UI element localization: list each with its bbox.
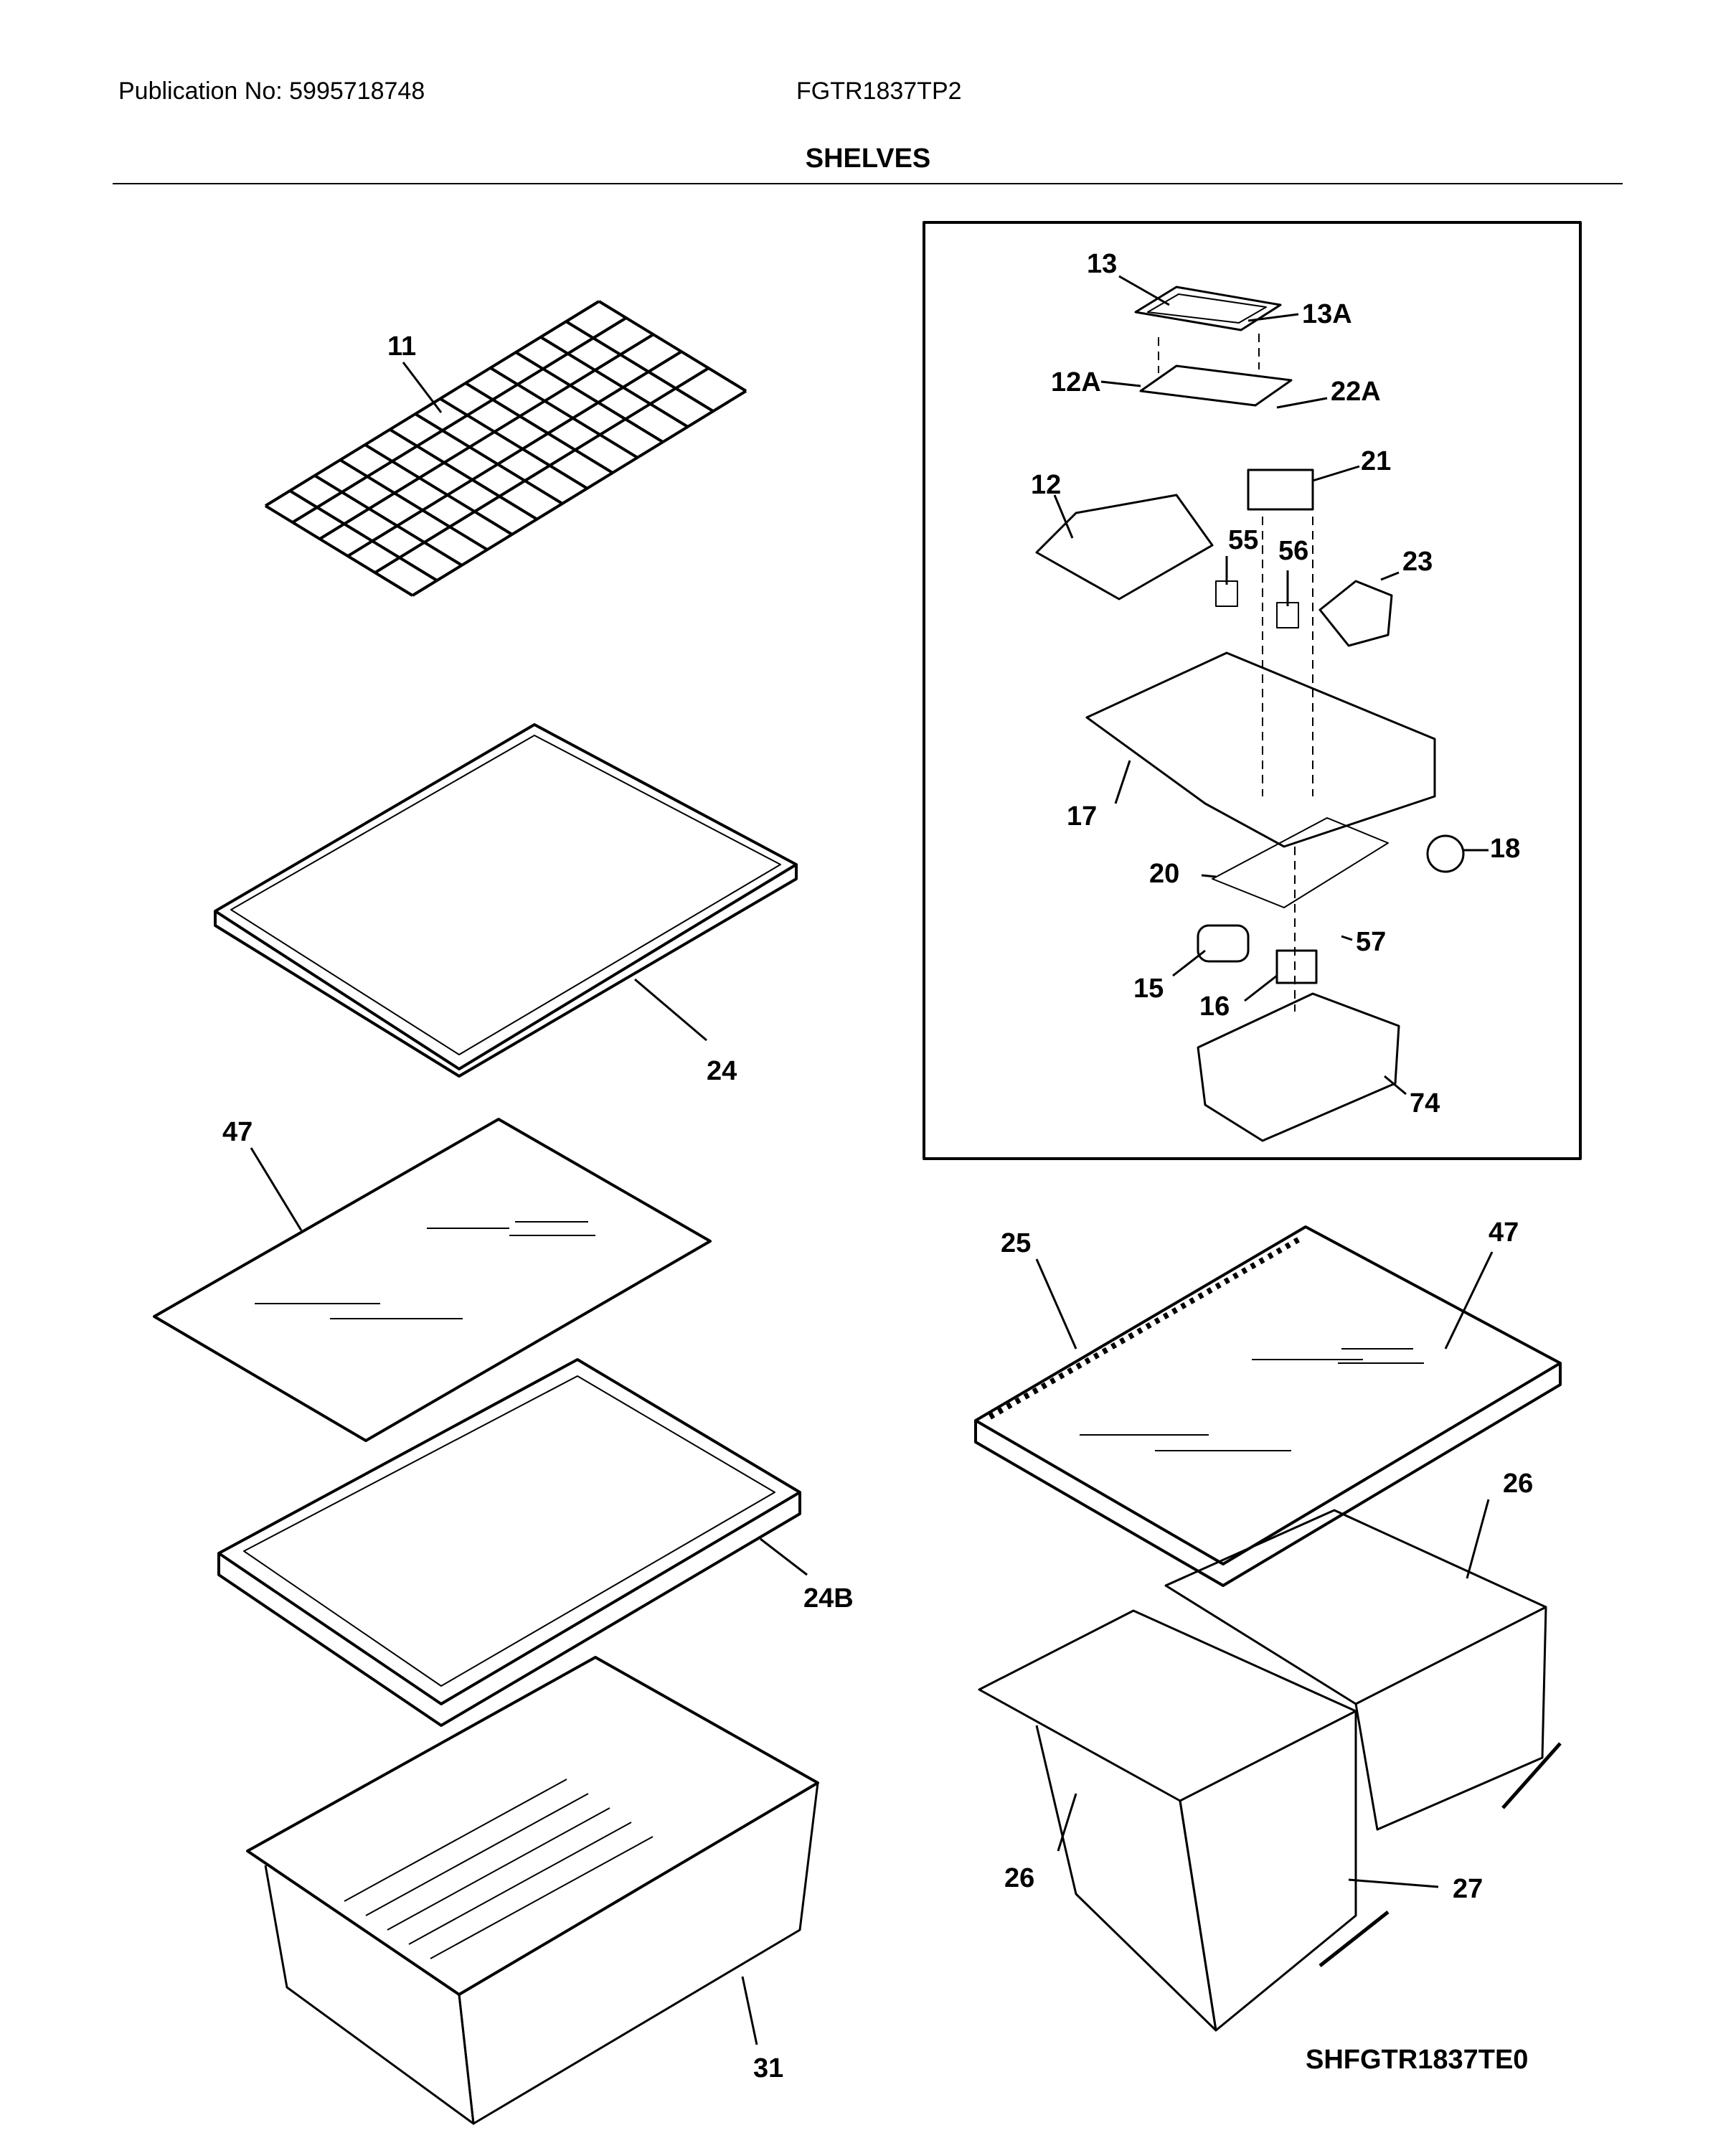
- part-labels: 11 24 47 24B 31 13 13A 12A 22A 21 12 55 …: [222, 249, 1533, 2083]
- label-11: 11: [387, 331, 416, 362]
- label-57: 57: [1356, 927, 1386, 957]
- label-12a: 12A: [1051, 367, 1101, 397]
- label-12: 12: [1031, 470, 1061, 500]
- label-24: 24: [707, 1056, 737, 1086]
- label-27: 27: [1453, 1874, 1483, 1904]
- page-title: SHELVES: [805, 143, 931, 174]
- label-17: 17: [1067, 801, 1097, 832]
- model-number: FGTR1837TP2: [796, 77, 962, 105]
- shelf-frame-drawing: [217, 1358, 801, 1727]
- label-55: 55: [1228, 525, 1258, 555]
- label-23: 23: [1402, 547, 1433, 577]
- label-47-left: 47: [222, 1117, 253, 1147]
- publication-number: Publication No: 5995718748: [118, 77, 425, 105]
- crisper-cover-drawing: [974, 1225, 1562, 1587]
- wire-shelf-drawing: [264, 300, 747, 597]
- crisper-drawer-right-back-drawing: [1164, 1509, 1547, 1831]
- label-31: 31: [753, 2053, 783, 2083]
- header-divider: [113, 183, 1623, 184]
- label-13a: 13A: [1302, 299, 1352, 329]
- glass-panel-left-drawing: [153, 1118, 712, 1442]
- label-15: 15: [1133, 974, 1164, 1004]
- label-16: 16: [1199, 992, 1230, 1022]
- label-25: 25: [1001, 1228, 1031, 1258]
- label-47-right: 47: [1489, 1217, 1519, 1248]
- label-21: 21: [1361, 446, 1391, 476]
- glass-shelf-drawing: [214, 723, 798, 1078]
- crisper-drawer-right-front-drawing: [978, 1609, 1357, 2032]
- drawer-slides-drawing: [1318, 1742, 1562, 1967]
- label-74: 74: [1410, 1088, 1440, 1118]
- damper-assembly-drawing: [1035, 286, 1465, 1142]
- label-26-front: 26: [1004, 1863, 1034, 1893]
- label-24b: 24B: [803, 1583, 854, 1614]
- diagram-code: SHFGTR1837TE0: [1306, 2045, 1529, 2075]
- label-13: 13: [1087, 249, 1117, 279]
- label-18: 18: [1490, 834, 1520, 864]
- label-20: 20: [1149, 859, 1179, 889]
- inset-frame: [923, 221, 1582, 1160]
- leader-lines: [250, 275, 1494, 2045]
- crisper-drawer-left-drawing: [246, 1656, 819, 2125]
- label-22a: 22A: [1331, 377, 1381, 407]
- label-26-back: 26: [1503, 1469, 1533, 1499]
- label-56: 56: [1278, 536, 1308, 566]
